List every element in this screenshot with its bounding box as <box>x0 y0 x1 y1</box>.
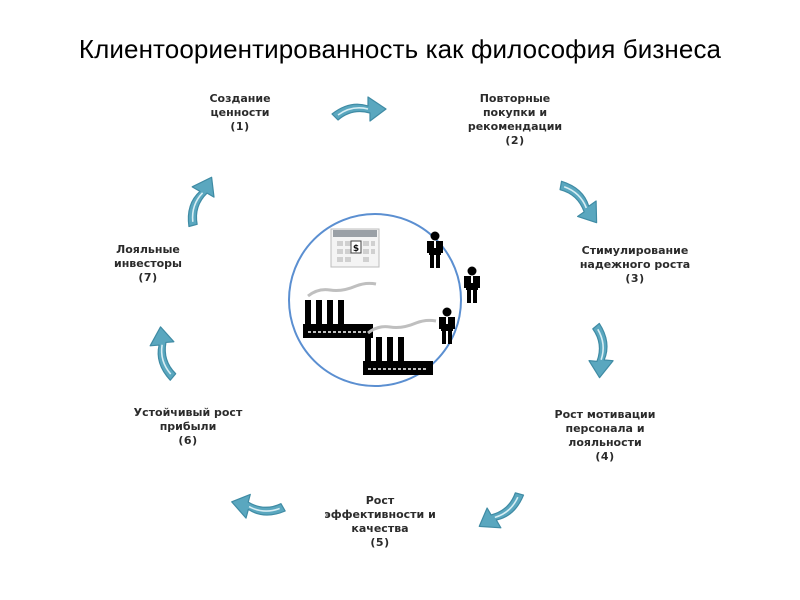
step-line: Лояльные <box>116 243 180 256</box>
page-title: Клиентоориентированность как философия б… <box>78 34 722 64</box>
step-line: Создание <box>209 92 271 105</box>
step-line: рекомендации <box>467 120 563 133</box>
cycle-step-7: Лояльные инвесторы (7) <box>98 243 198 285</box>
step-line: Устойчивый рост <box>133 406 243 419</box>
cycle-arrow-icon <box>331 96 387 122</box>
step-number: (5) <box>370 536 390 549</box>
step-line: инвесторы <box>113 257 182 270</box>
cycle-arrow-icon <box>554 170 608 231</box>
cycle-arrow-icon <box>472 488 533 538</box>
step-number: (4) <box>595 450 615 463</box>
step-line: Рост мотивации <box>554 408 656 421</box>
step-line: качества <box>351 522 409 535</box>
step-number: (3) <box>625 272 645 285</box>
step-line: Стимулирование <box>581 244 689 257</box>
step-line: Рост <box>365 494 395 507</box>
cash-register-symbol: $ <box>353 244 359 254</box>
step-line: покупки и <box>482 106 548 119</box>
step-number: (2) <box>505 134 525 147</box>
cycle-arrow-icon <box>227 489 288 529</box>
step-line: эффективности и <box>324 508 436 521</box>
step-number: (6) <box>178 434 198 447</box>
step-line: прибыли <box>159 420 217 433</box>
cycle-step-4: Рост мотивации персонала и лояльности (4… <box>535 408 675 464</box>
cycle-step-1: Создание ценности (1) <box>185 92 295 134</box>
step-line: ценности <box>210 106 270 119</box>
step-number: (1) <box>230 120 250 133</box>
cycle-step-5: Рост эффективности и качества (5) <box>315 494 445 550</box>
cycle-arrow-icon <box>147 324 179 383</box>
cycle-arrow-icon <box>586 321 618 380</box>
cash-register-icon: $ <box>330 228 380 268</box>
step-line: лояльности <box>568 436 642 449</box>
cycle-step-2: Повторные покупки и рекомендации (2) <box>455 92 575 148</box>
step-line: персонала и <box>565 422 645 435</box>
cycle-step-3: Стимулирование надежного роста (3) <box>565 244 705 286</box>
step-number: (7) <box>138 271 158 284</box>
step-line: надежного роста <box>579 258 691 271</box>
person-icon <box>464 266 480 303</box>
cycle-step-6: Устойчивый рост прибыли (6) <box>118 406 258 448</box>
step-line: Повторные <box>479 92 551 105</box>
cycle-arrow-icon <box>173 170 223 231</box>
